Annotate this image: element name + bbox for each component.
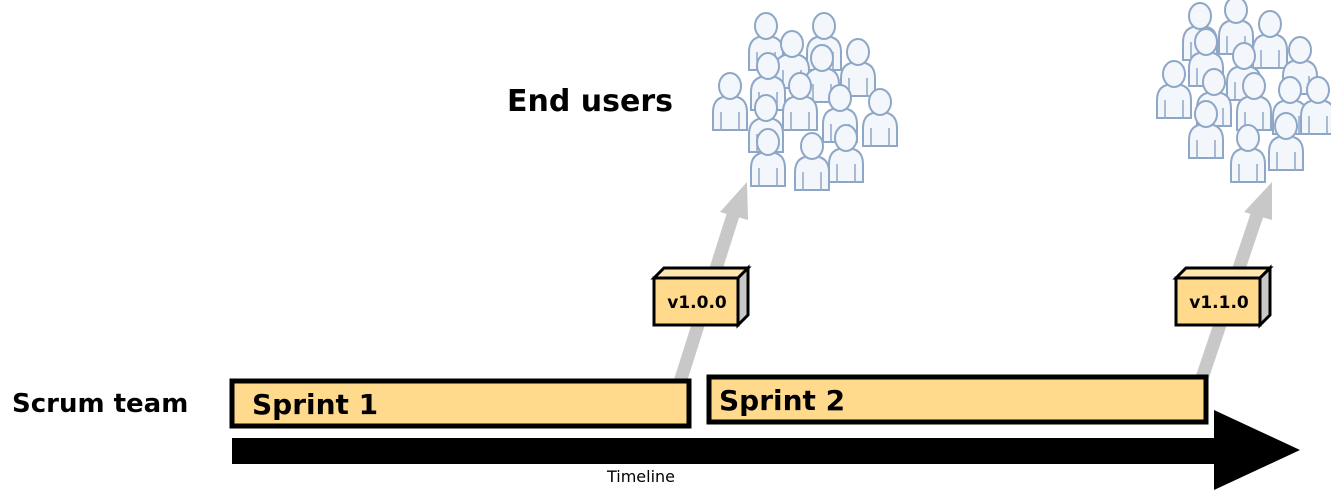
user-icon [1156, 60, 1192, 119]
sprint-1-box: Sprint 1 [229, 378, 692, 429]
sprint-2-label: Sprint 2 [719, 384, 845, 417]
user-icon [1252, 10, 1288, 69]
user-icon [1230, 124, 1266, 183]
end-users-label: End users [507, 84, 673, 119]
users-icon-group-2 [1156, 0, 1331, 183]
timeline-arrow [232, 410, 1300, 490]
version-label-2: v1.1.0 [1189, 293, 1249, 313]
users-icon-group-1 [712, 12, 898, 191]
version-package-2: v1.1.0 [1172, 264, 1274, 329]
sprint-1-label: Sprint 1 [252, 388, 378, 421]
timeline-label: Timeline [606, 467, 675, 486]
scrum-team-label: Scrum team [12, 389, 188, 419]
sprint-2-box: Sprint 2 [706, 374, 1209, 425]
user-icon [862, 88, 898, 147]
version-package-1: v1.0.0 [650, 264, 752, 329]
version-label-1: v1.0.0 [667, 293, 727, 313]
user-icon [712, 72, 748, 131]
